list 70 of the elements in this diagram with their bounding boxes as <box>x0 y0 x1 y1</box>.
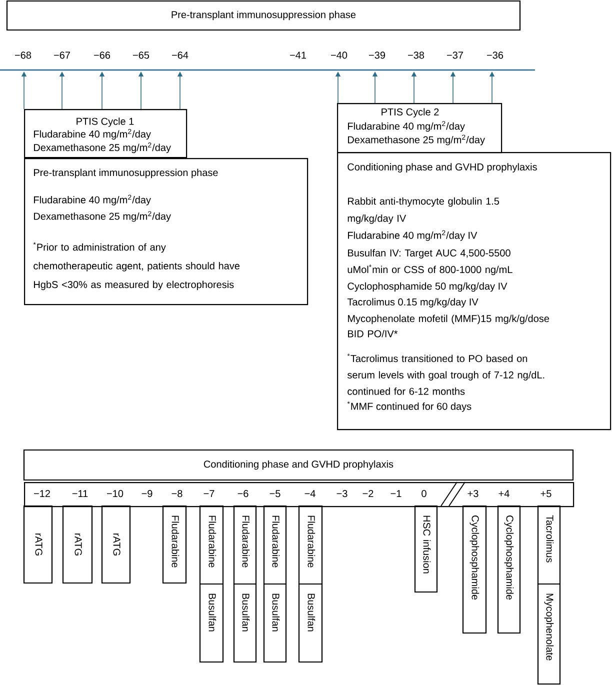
cycle-box <box>24 109 188 158</box>
day-number: −36 <box>487 52 504 59</box>
day-number: +4 <box>498 490 510 497</box>
regimen-box <box>337 152 612 430</box>
day-number: −66 <box>94 52 110 59</box>
day-number: −65 <box>133 52 150 59</box>
day-number: −37 <box>447 52 463 59</box>
drug-box: Fludarabine <box>199 505 224 585</box>
drug-box: Fludarabine <box>263 505 287 585</box>
day-number: −40 <box>331 52 348 59</box>
day-number: +3 <box>468 490 478 498</box>
day-number: −2 <box>362 490 374 497</box>
day-number: −4 <box>304 490 316 497</box>
day-number: −11 <box>72 490 88 497</box>
day-number: −3 <box>336 490 348 498</box>
drug-box: Busulfan <box>298 583 323 663</box>
phase-banner: Conditioning phase and GVHD prophylaxis <box>23 449 574 481</box>
dose-text: Tacrolimus 0.15 mg/kg/day IV <box>347 298 478 308</box>
day-number: −38 <box>408 52 424 59</box>
drug-box: rATG <box>101 505 131 584</box>
drug-box: Cyclophosphamide <box>497 505 521 634</box>
day-number: −9 <box>142 490 152 498</box>
footnote-text: $^{*}$MMF continued for 60 days <box>347 401 472 412</box>
dose-text: Fludarabine 40 mg/m$^{2}$/day <box>34 194 151 206</box>
day-row <box>24 482 574 508</box>
day-number: −5 <box>270 490 280 498</box>
day-number: 0 <box>422 490 426 498</box>
day-number: −7 <box>204 490 214 497</box>
drug-box: rATG <box>62 505 93 584</box>
box-heading: PTIS Cycle 1 <box>76 118 134 127</box>
day-number: −12 <box>34 490 50 497</box>
drug-box: Mycophenolate <box>537 583 561 685</box>
drug-box: Tacrolimus <box>537 505 561 585</box>
day-number: −68 <box>15 52 32 59</box>
day-number: −64 <box>172 52 188 59</box>
dose-text: Cyclophosphamide 50 mg/kg/day IV <box>348 282 508 292</box>
drug-box: rATG <box>23 505 53 584</box>
drug-box: Busulfan <box>263 583 287 663</box>
day-number: +5 <box>540 490 552 498</box>
drug-box: Cyclophosphamide <box>462 505 487 634</box>
dose-text: Busulfan IV: Target AUC 4,500-5500 uMol$^{*}$min or CSS of 800-1000 ng/mL <box>348 249 512 276</box>
box-heading: PTIS Cycle 2 <box>382 108 439 118</box>
dose-text: Dexamethasone 25 mg/m$^{2}$/day <box>348 134 485 146</box>
day-number: −10 <box>107 490 124 498</box>
dose-text: Fludarabine 40 mg/m$^{2}$/day <box>34 129 151 140</box>
dose-text: Fludarabine 40 mg/m$^{2}$/day IV <box>348 230 478 241</box>
drug-box: HSC infusion <box>414 505 438 593</box>
drug-box: Fludarabine <box>162 505 187 584</box>
drug-box: Fludarabine <box>233 505 257 585</box>
box-heading: Pre-transplant immunosuppression phase <box>34 168 218 178</box>
footnote-text: $^{*}$Tacrolimus transitioned to PO based on serum levels with goal trough of 7-12 ng/dL. continued for 6-12 months <box>347 354 544 395</box>
drug-box: Busulfan <box>233 583 257 663</box>
drug-box: Fludarabine <box>298 505 323 585</box>
drug-box: Busulfan <box>199 583 224 663</box>
dose-text: Dexamethasone 25 mg/m$^{2}$/day <box>34 211 171 222</box>
dose-text: Mycophenolate mofetil (MMF)15 mg/k/g/dose BID PO/IV* <box>348 314 550 338</box>
cycle-box <box>337 103 502 154</box>
footnote-text: $^{*}$Prior to administration of any chemotherapeutic agent, patients should have HgbS <30% as measured by electrophoresis <box>33 242 240 290</box>
dose-text: Dexamethasone 25 mg/m$^{2}$/day <box>34 142 171 154</box>
box-heading: Conditioning phase and GVHD prophylaxis <box>348 163 537 172</box>
dose-text: Rabbit anti-thymocyte globulin 1.5 mg/kg/day IV <box>348 197 500 224</box>
day-number: −39 <box>369 52 386 59</box>
day-number: −67 <box>54 52 70 59</box>
day-number: −8 <box>172 490 182 498</box>
day-number: −6 <box>238 490 248 498</box>
phase-banner: Pre-transplant immunosuppression phase <box>6 0 521 31</box>
day-number: −1 <box>390 490 402 497</box>
dose-text: Fludarabine 40 mg/m$^{2}$/day <box>348 121 465 132</box>
day-number: −41 <box>290 52 306 59</box>
regimen-box <box>24 158 308 306</box>
